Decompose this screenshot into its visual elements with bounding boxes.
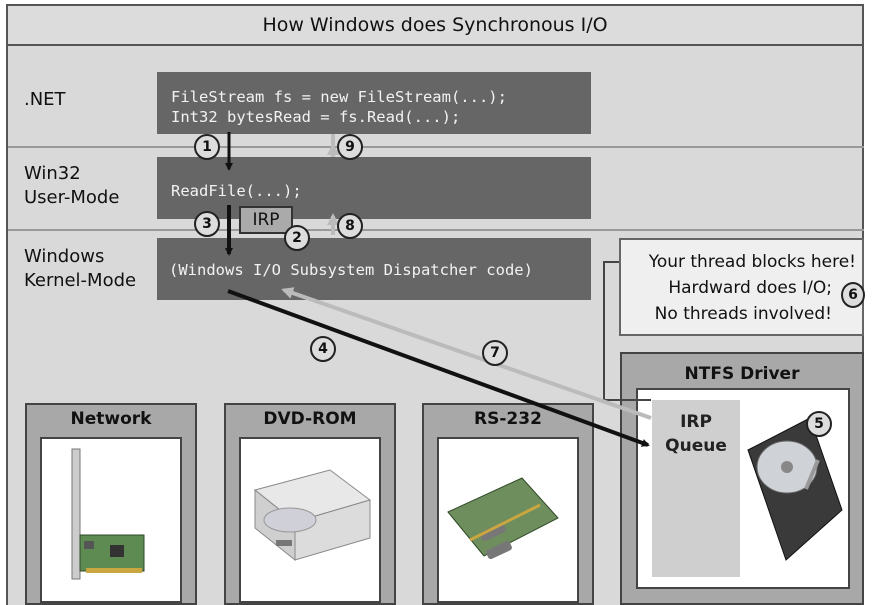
diagram-title: How Windows does Synchronous I/O bbox=[6, 4, 864, 46]
hard-drive-icon bbox=[747, 417, 843, 561]
step-6-badge: 6 bbox=[841, 282, 865, 308]
irp-box: IRP bbox=[239, 206, 293, 234]
step-1-badge: 1 bbox=[194, 134, 220, 160]
kernel-code-line: (Windows I/O Subsystem Dispatcher code) bbox=[169, 261, 533, 279]
callout-line-1: Your thread blocks here! bbox=[648, 252, 856, 272]
layer-label-kernel: Windows Kernel-Mode bbox=[24, 246, 137, 291]
separator-dotnet-win32 bbox=[8, 146, 864, 148]
network-card-icon bbox=[71, 448, 145, 580]
irp-box-label: IRP bbox=[252, 210, 280, 230]
network-device-title: Network bbox=[70, 409, 152, 429]
serial-card-icon bbox=[447, 477, 559, 560]
dvd-device-title: DVD-ROM bbox=[263, 409, 357, 429]
dotnet-code-line-2: Int32 bytesRead = fs.Read(...); bbox=[171, 108, 461, 126]
step-3-badge: 3 bbox=[194, 211, 220, 237]
layer-label-dotnet: .NET bbox=[24, 89, 66, 110]
step-5-badge: 5 bbox=[806, 411, 832, 437]
dvd-drive-icon bbox=[253, 469, 372, 562]
dotnet-code-line-1: FileStream fs = new FileStream(...); bbox=[171, 88, 507, 106]
ntfs-driver-title: NTFS Driver bbox=[684, 364, 800, 384]
step-9-badge: 9 bbox=[337, 134, 363, 160]
step-8-badge: 8 bbox=[337, 213, 363, 239]
callout-connector bbox=[603, 261, 651, 401]
arrow-step-4 bbox=[227, 289, 650, 447]
irp-queue-label: IRP Queue bbox=[665, 412, 727, 456]
layer-label-win32: Win32 User-Mode bbox=[24, 163, 120, 208]
rs232-device-title: RS-232 bbox=[474, 409, 542, 429]
callout-line-2: Hardward does I/O; bbox=[668, 278, 832, 298]
network-card-image bbox=[40, 437, 182, 603]
separator-win32-kernel bbox=[8, 229, 864, 231]
thread-blocks-callout: Your thread blocks here! Hardward does I… bbox=[619, 238, 864, 336]
step-2-badge: 2 bbox=[284, 225, 310, 251]
arrow-step-7 bbox=[281, 287, 652, 420]
callout-line-3: No threads involved! bbox=[654, 304, 832, 324]
dotnet-code-box: FileStream fs = new FileStream(...); Int… bbox=[157, 72, 591, 134]
win32-code-line: ReadFile(...); bbox=[171, 182, 302, 200]
step-4-badge: 4 bbox=[310, 336, 336, 362]
irp-queue bbox=[652, 400, 740, 577]
step-7-badge: 7 bbox=[482, 340, 508, 366]
diagram-title-text: How Windows does Synchronous I/O bbox=[262, 14, 608, 36]
